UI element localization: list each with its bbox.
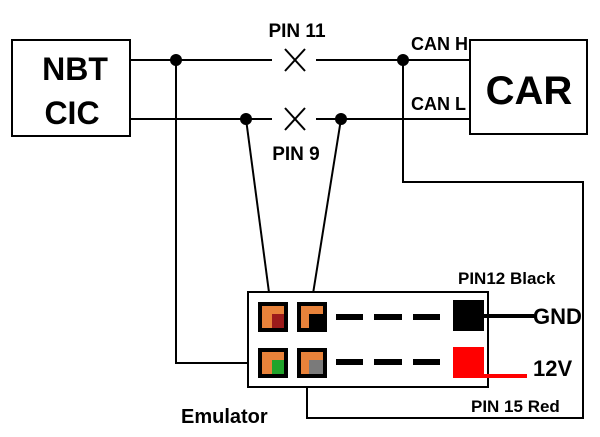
pin9-label: PIN 9	[272, 144, 320, 165]
connector-bottom-second	[297, 348, 327, 378]
connector-top-second	[297, 302, 327, 332]
gnd-label: GND	[533, 304, 582, 329]
car-label: CAR	[486, 69, 573, 113]
dashed-line-top	[336, 314, 440, 320]
can-l-label: CAN L	[411, 94, 466, 114]
cic-label: CIC	[44, 95, 99, 131]
car-box: CAR	[469, 39, 588, 135]
can-h-label: CAN H	[411, 34, 468, 54]
pin15-label: PIN 15 Red	[471, 397, 560, 416]
emulator-box	[247, 291, 489, 388]
connector-bottom-left	[258, 348, 288, 378]
emulator-wires	[175, 60, 584, 419]
pin11-label: PIN 11	[268, 21, 325, 42]
dashed-line-bottom	[336, 359, 440, 365]
can-h-wire	[130, 48, 470, 72]
emulator-label: Emulator	[181, 406, 268, 428]
pin12-black-terminal	[453, 300, 484, 331]
pin15-red-terminal	[453, 347, 484, 378]
nbt-cic-box: NBT CIC	[11, 39, 131, 137]
v12-label: 12V	[533, 356, 572, 381]
connector-top-left	[258, 302, 288, 332]
pin12-label: PIN12 Black	[458, 269, 556, 288]
pin11-break-cross	[284, 48, 306, 72]
pin9-break-cross	[284, 107, 306, 131]
nbt-label: NBT	[42, 51, 108, 87]
